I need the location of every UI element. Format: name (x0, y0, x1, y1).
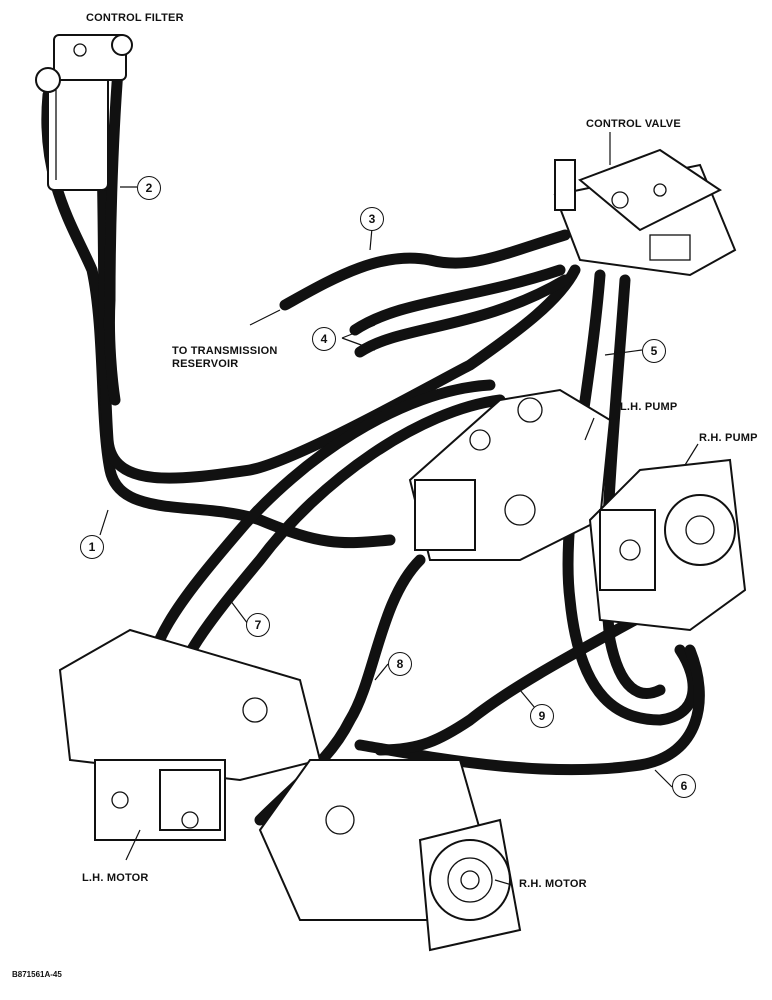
rh-pump (588, 458, 747, 632)
callout-6: 6 (672, 774, 696, 798)
label-rh-pump: R.H. PUMP (699, 432, 758, 444)
hose-6 (354, 644, 705, 776)
leader-lines (99, 132, 699, 886)
callout-5: 5 (642, 339, 666, 363)
hose-9 (374, 589, 686, 756)
control-filter (35, 34, 133, 191)
callout-1: 1 (80, 535, 104, 559)
rh-motor (258, 759, 522, 952)
callout-7: 7 (246, 613, 270, 637)
hose-4 (349, 264, 571, 358)
label-lh-motor: L.H. MOTOR (82, 872, 149, 884)
label-to-transmission: TO TRANSMISSION (172, 345, 278, 357)
lh-motor (58, 628, 322, 841)
hose-3 (279, 229, 571, 311)
callout-3: 3 (360, 207, 384, 231)
callout-9: 9 (530, 704, 554, 728)
callout-8: 8 (388, 652, 412, 676)
label-lh-pump: L.H. PUMP (620, 401, 678, 413)
hose-2 (103, 64, 124, 406)
hose-1 (41, 74, 581, 549)
drawing-code: B871561A-45 (12, 970, 62, 979)
label-reservoir: RESERVOIR (172, 358, 239, 370)
lh-pump (408, 388, 612, 561)
callout-2: 2 (137, 176, 161, 200)
callout-4: 4 (312, 327, 336, 351)
label-control-filter: CONTROL FILTER (86, 12, 184, 24)
control-valve (553, 148, 737, 277)
label-control-valve: CONTROL VALVE (586, 118, 681, 130)
label-rh-motor: R.H. MOTOR (519, 878, 587, 890)
